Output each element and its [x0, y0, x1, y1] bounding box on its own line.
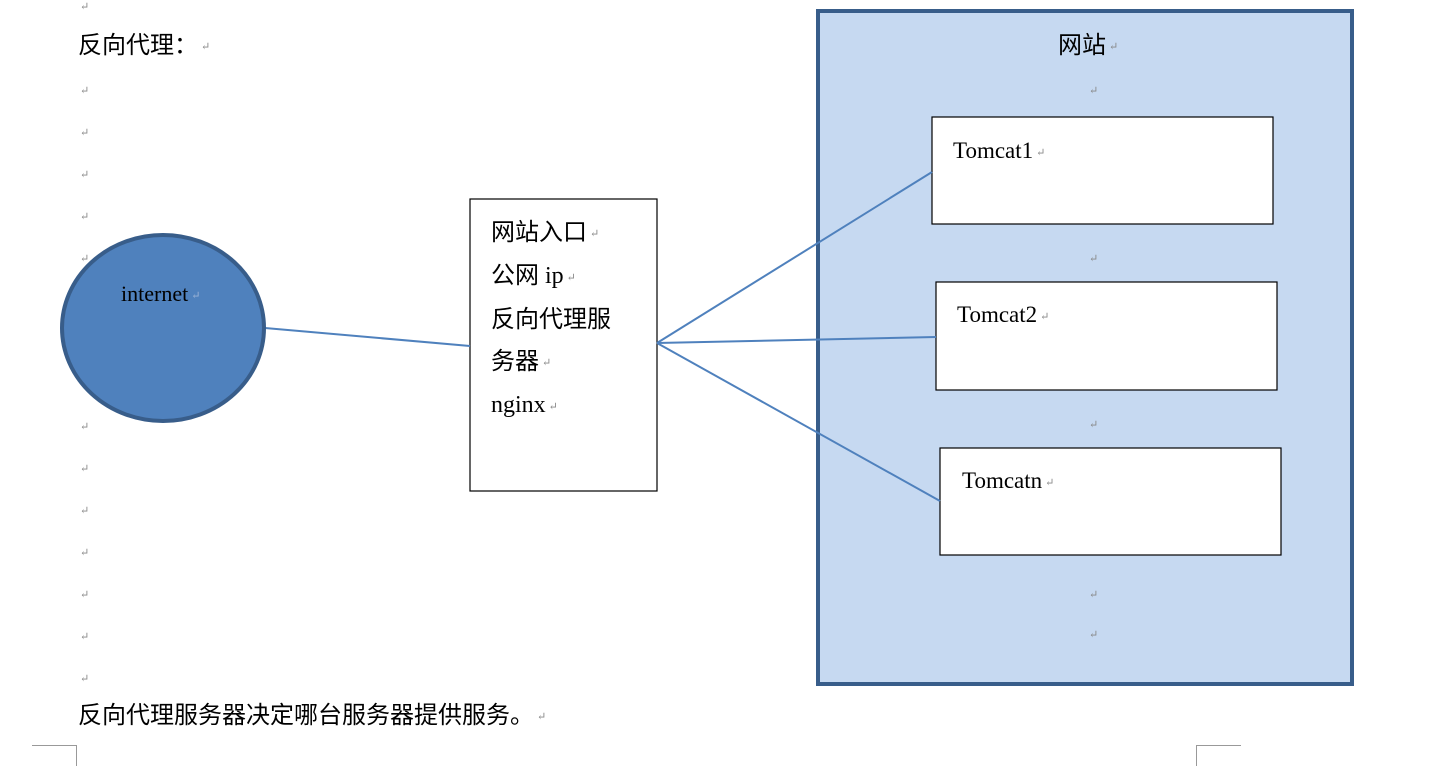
website-title: 网站↵	[1058, 30, 1118, 63]
footer-caption-text: 反向代理服务器决定哪台服务器提供服务。	[78, 703, 534, 729]
paragraph-mark: ↵	[80, 589, 90, 601]
proxy-line-text: nginx	[491, 392, 546, 419]
connector-internet-proxy	[264, 327, 471, 347]
paragraph-mark: ↵	[80, 85, 90, 97]
proxy-line-text: 网站入口	[491, 220, 587, 246]
footer-caption: 反向代理服务器决定哪台服务器提供服务。↵	[78, 700, 546, 733]
paragraph-mark: ↵	[1109, 41, 1119, 54]
proxy-line: 网站入口↵	[491, 212, 651, 255]
paragraph-mark: ↵	[80, 169, 90, 181]
proxy-line: 反向代理服	[491, 299, 651, 341]
paragraph-mark: ↵	[1089, 253, 1099, 265]
paragraph-mark: ↵	[537, 711, 547, 724]
paragraph-mark: ↵	[80, 211, 90, 223]
paragraph-mark: ↵	[80, 631, 90, 643]
tomcat1-label: Tomcat1↵	[953, 137, 1045, 167]
paragraph-mark: ↵	[590, 228, 600, 241]
website-title-text: 网站	[1058, 33, 1106, 59]
tomcat1-box	[931, 116, 1274, 225]
paragraph-mark: ↵	[80, 547, 90, 559]
paragraph-mark: ↵	[1089, 419, 1099, 431]
section-heading: 反向代理：↵	[78, 30, 210, 63]
paragraph-mark: ↵	[1089, 589, 1099, 601]
proxy-line-text: 务器	[491, 348, 539, 375]
internet-node	[60, 233, 266, 423]
paragraph-mark: ↵	[80, 1, 90, 13]
internet-label: internet↵	[121, 280, 200, 310]
paragraph-mark: ↵	[1045, 476, 1055, 489]
tomcatn-label: Tomcatn↵	[962, 467, 1054, 497]
proxy-line: 务器↵	[491, 341, 651, 384]
paragraph-mark: ↵	[1040, 310, 1050, 323]
tomcat1-label-text: Tomcat1	[953, 138, 1034, 163]
tomcat2-box	[935, 281, 1278, 391]
paragraph-mark: ↵	[566, 271, 576, 284]
proxy-line: nginx↵	[491, 384, 651, 427]
paragraph-mark: ↵	[548, 400, 558, 413]
paragraph-mark: ↵	[80, 505, 90, 517]
tomcatn-label-text: Tomcatn	[962, 468, 1043, 493]
paragraph-mark: ↵	[1089, 629, 1099, 641]
paragraph-mark: ↵	[80, 463, 90, 475]
paragraph-mark: ↵	[80, 673, 90, 685]
connector-proxy-tomcatn	[656, 342, 941, 502]
proxy-line-text: 反向代理服	[491, 306, 611, 333]
paragraph-mark: ↵	[80, 253, 90, 265]
paragraph-mark: ↵	[80, 127, 90, 139]
connector-proxy-tomcat1	[656, 171, 933, 344]
internet-label-text: internet	[121, 281, 189, 306]
tomcat2-label: Tomcat2↵	[957, 301, 1049, 331]
paragraph-mark: ↵	[542, 357, 552, 370]
page-corner-mark	[1196, 745, 1241, 766]
paragraph-mark: ↵	[1036, 146, 1046, 159]
tomcatn-box	[939, 447, 1282, 556]
proxy-box	[469, 198, 658, 492]
proxy-label: 网站入口↵ 公网 ip↵ 反向代理服 务器↵ nginx↵	[491, 212, 651, 428]
paragraph-mark: ↵	[1089, 85, 1099, 97]
tomcat2-label-text: Tomcat2	[957, 302, 1038, 327]
heading-text: 反向代理：	[78, 33, 198, 59]
page-corner-mark	[32, 745, 77, 766]
paragraph-mark: ↵	[80, 421, 90, 433]
proxy-line: 公网 ip↵	[491, 255, 651, 298]
paragraph-mark: ↵	[201, 41, 211, 54]
proxy-line-text: 公网 ip	[491, 263, 564, 290]
connector-proxy-tomcat2	[656, 336, 937, 344]
paragraph-mark: ↵	[191, 289, 201, 302]
